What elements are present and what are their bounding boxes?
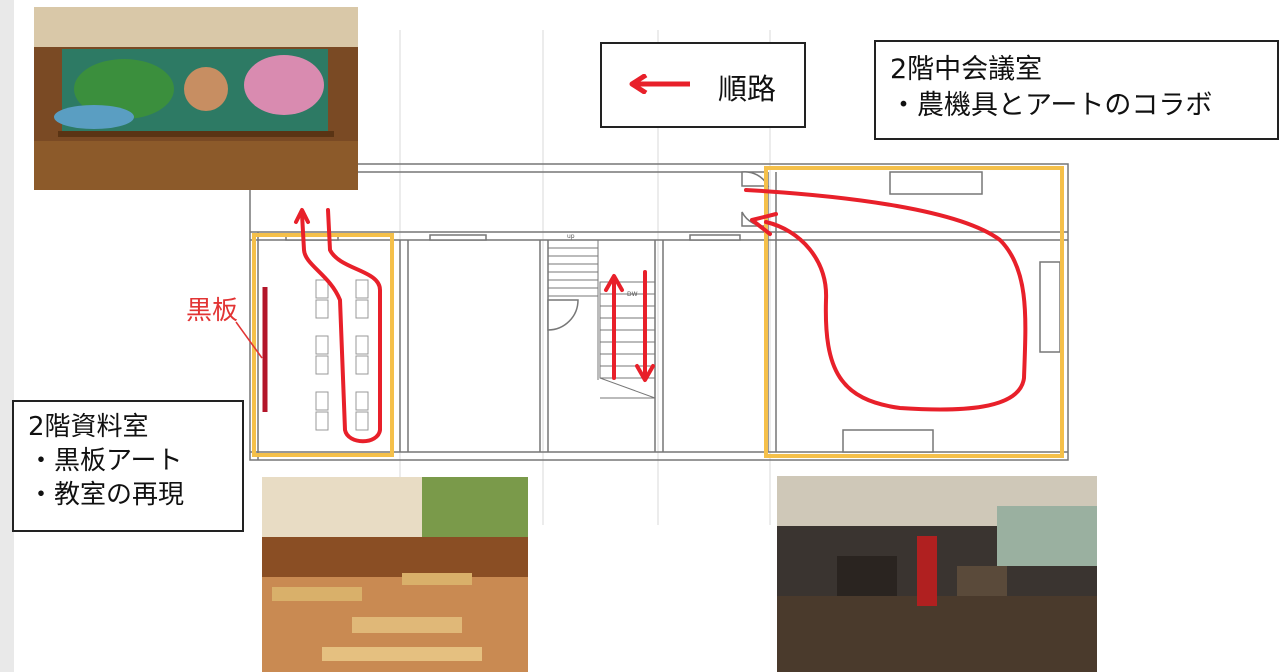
archive-room-highlight [252, 233, 394, 457]
left-margin-strip [0, 0, 14, 672]
left-arrow-icon [629, 74, 690, 94]
blackboard-art-photo [34, 7, 358, 190]
building-walls [249, 163, 1069, 461]
blackboard-leader-line [235, 321, 263, 359]
meeting-room-title: 2階中会議室 [890, 54, 1043, 85]
meeting-room-callout: 2階中会議室 ・農機具とアートのコラボ [874, 40, 1279, 140]
stairs-down-label: DW [627, 291, 638, 298]
desks [315, 279, 369, 431]
route-path [294, 188, 1028, 444]
archive-room-callout: 2階資料室 ・黒板アート ・教室の再現 [12, 400, 244, 532]
archive-room-item: ・黒板アート [28, 446, 183, 476]
blackboard-label: 黒板 [186, 296, 239, 326]
farm-tools-photo [777, 476, 1097, 672]
archive-room-item: ・教室の再現 [28, 480, 185, 510]
meeting-room-item: ・農機具とアートのコラボ [890, 90, 1213, 121]
route-legend-label: 順路 [718, 72, 777, 106]
meeting-room-highlight [764, 166, 1064, 458]
route-legend: 順路 [600, 42, 806, 128]
classroom-photo [262, 477, 528, 672]
stairs-up-label: up [567, 233, 575, 240]
archive-room-title: 2階資料室 [28, 412, 149, 442]
